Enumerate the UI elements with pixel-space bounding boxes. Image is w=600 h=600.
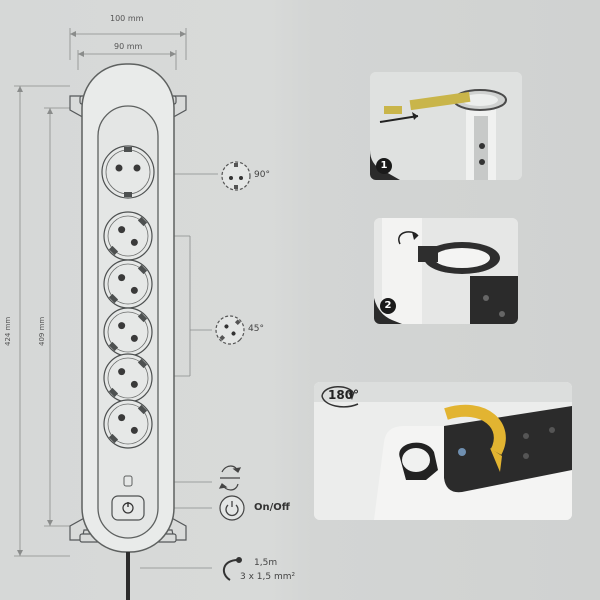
socket-45deg [103,211,153,261]
power-button-icon [219,495,245,521]
inner-height-label: 409 mm [38,316,46,346]
step-1-badge: 1 [376,158,392,174]
overall-height-label: 424 mm [4,316,12,346]
socket-45deg [103,307,153,357]
mounting-step-2-photo: 2 [374,218,518,324]
step-2-badge: 2 [380,298,396,314]
overall-width-label: 100 mm [110,14,144,23]
inner-width-label: 90 mm [114,42,143,51]
socket-90deg [101,145,155,199]
mounting-step-1-photo: 1 [370,72,522,180]
cable-spec-label: 3 x 1,5 mm² [240,572,296,582]
socket-90deg-icon [221,161,251,191]
socket-45deg [103,399,153,449]
socket-45deg-icon [215,315,245,345]
on-off-label: On/Off [254,502,290,513]
cord-management-icon [218,465,242,491]
rotation-photo: 180° [314,382,572,520]
cable-icon [222,557,242,581]
cable-length-label: 1,5m [254,558,278,568]
angle-45-label: 45° [248,324,264,334]
rotation-180-label: 180° [328,388,360,402]
socket-45deg [103,259,153,309]
on-off-switch [111,495,145,521]
socket-45deg [103,353,153,403]
angle-90-label: 90° [254,170,270,180]
cord-clip-slot [123,475,133,487]
